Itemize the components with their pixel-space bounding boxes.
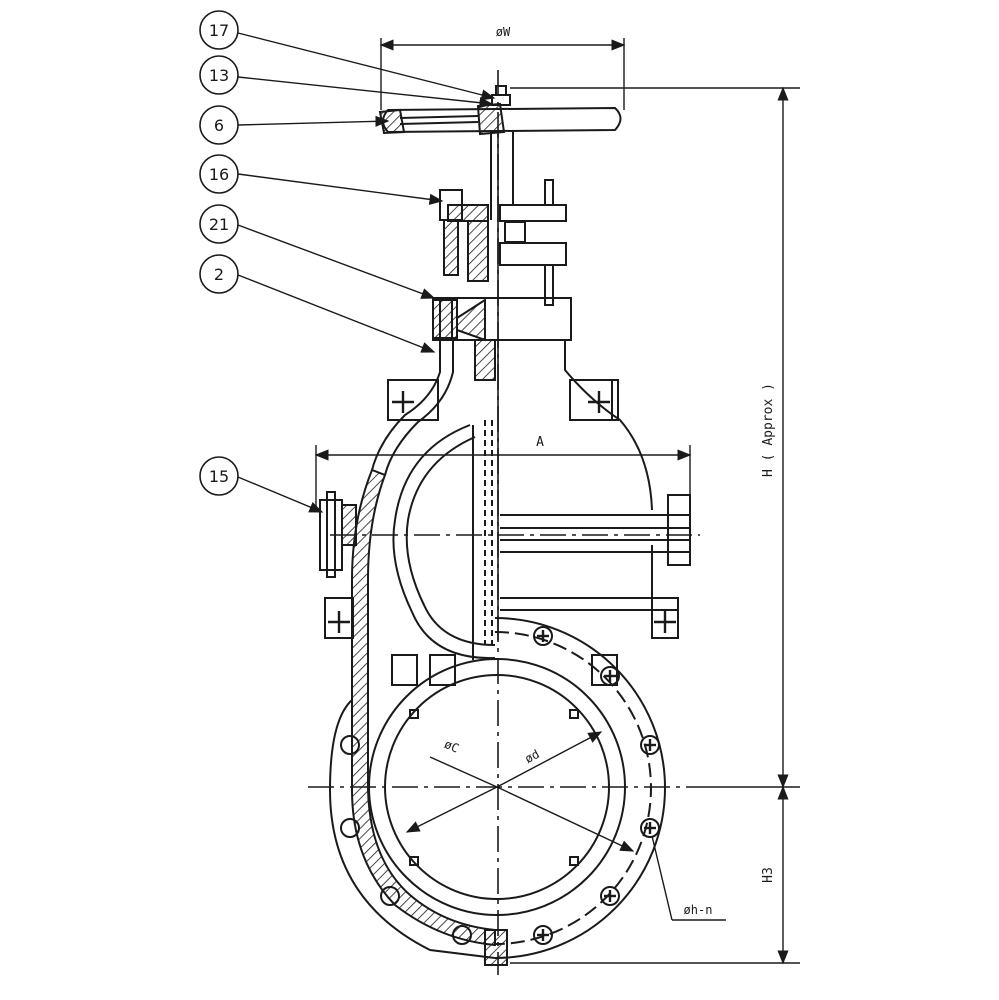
callout-16: 16 <box>199 154 239 194</box>
svg-text:17: 17 <box>209 21 229 40</box>
callout-13: 13 <box>199 55 239 95</box>
label-center-height: H3 <box>761 867 776 883</box>
svg-text:15: 15 <box>209 467 229 486</box>
flange-bolt-holes <box>340 626 660 945</box>
valve-body <box>324 340 691 639</box>
center-crosses <box>328 391 676 941</box>
bottom-boss <box>484 929 508 966</box>
svg-text:2: 2 <box>214 265 224 284</box>
callout-21: 21 <box>199 204 239 244</box>
handwheel <box>378 85 622 136</box>
leader-lines <box>237 32 496 513</box>
dimension-labels: øW A H ( Approx ) H3 øC ød øh-n <box>442 25 776 917</box>
svg-text:21: 21 <box>209 215 229 234</box>
callouts: 17 13 6 16 21 2 15 <box>199 10 239 496</box>
yoke <box>439 179 567 306</box>
label-face-to-face: A <box>536 435 544 450</box>
label-height: H ( Approx ) <box>761 383 776 477</box>
callout-6: 6 <box>199 105 239 145</box>
label-bore: ød <box>522 747 541 766</box>
valve-stem <box>490 132 514 640</box>
label-flange-pcd: øC <box>442 737 461 756</box>
label-handwheel-dia: øW <box>496 25 511 39</box>
svg-text:6: 6 <box>214 116 224 135</box>
callout-17: 17 <box>199 10 239 50</box>
callout-2: 2 <box>199 254 239 294</box>
label-bolt-holes: øh-n <box>684 903 713 917</box>
center-lines <box>308 70 700 975</box>
end-flange <box>328 617 666 959</box>
callout-15: 15 <box>199 456 239 496</box>
svg-text:16: 16 <box>209 165 229 184</box>
svg-text:13: 13 <box>209 66 229 85</box>
dimension-lines <box>314 38 800 965</box>
